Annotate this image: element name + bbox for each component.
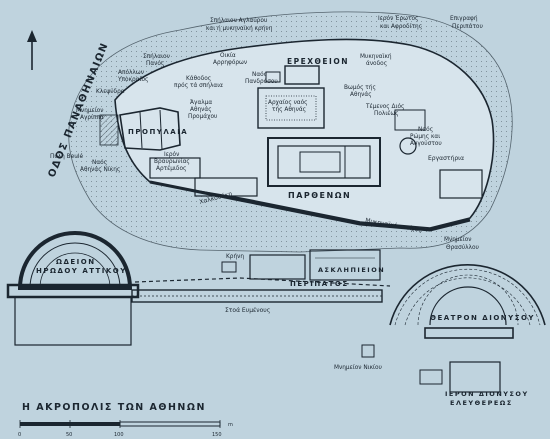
- propylaia-building: [99, 107, 181, 151]
- propylaia-label: ΠΡΟΠΥΛΑΙΑ: [128, 128, 188, 136]
- promachou-label: Προμάχου: [188, 113, 218, 120]
- ypakraios-label: Υποκραίος: [117, 76, 148, 83]
- ergastiria-label: Εργαστήρια: [428, 155, 464, 162]
- map-title: Η ΑΚΡΟΠΟΛΙΣ ΤΩΝ ΑΘΗΝΩΝ: [22, 402, 206, 413]
- agrippa-label: Αγρίππα: [80, 114, 104, 121]
- stoa-eumenes: [131, 289, 383, 303]
- peripatos-path: [134, 277, 391, 287]
- krini-label: Κρήνη: [226, 253, 244, 260]
- polieos-label: Πολιέως: [374, 110, 399, 117]
- vravronias-label: Βραυρωνίας: [154, 158, 190, 165]
- theatre-dionysos: [389, 264, 546, 339]
- naos-pandrosou-label: Ναός: [252, 71, 267, 78]
- mykinaiki-anodos-label: Μυκηναϊκή: [360, 53, 392, 60]
- irodou-attikou-label: ΗΡΩΔΟΥ ΑΤΤΙΚΟΥ: [36, 267, 127, 275]
- naos-nikis-label: Ναός: [92, 159, 107, 166]
- artemidos-label: Αρτέμιδος: [156, 165, 186, 172]
- scale-tick-0: 0: [18, 432, 21, 438]
- oikia-label: Οικία: [220, 52, 236, 59]
- pyli-beule-label: Πύλη Beulé: [50, 153, 83, 160]
- arriforon-label: Αρρηφόρων: [213, 59, 247, 66]
- roma-temple: [399, 137, 417, 155]
- mnimeion-thrasyllou-label: Μνημείον: [444, 236, 471, 243]
- athinas-nikis-label: Αθηνάς Νίκης: [80, 166, 120, 173]
- elefthereos-label: ΕΛΕΥΘΕΡΕΩΣ: [450, 399, 513, 407]
- peripatou-label: Περιπάτου: [452, 23, 483, 30]
- spilaion-panos-label: Σπήλαιον: [143, 53, 170, 60]
- odeion-label: ΩΔΕΙΟΝ: [56, 258, 96, 266]
- zeus-precinct: [394, 109, 426, 131]
- north-arrow-icon: [27, 30, 37, 70]
- epigrafi-label: Επιγραφή: [450, 15, 478, 22]
- naos-romis-label: Ναός: [418, 126, 433, 133]
- avgoustou-label: Αυγούστου: [410, 140, 442, 147]
- scale-unit: m: [228, 422, 233, 428]
- mykinaiki-krini-label: και ή μυκηναϊκή κρήνη: [206, 25, 273, 32]
- stoa-evmenous-label: Στοά Ευμένους: [225, 307, 270, 314]
- romis-kai-label: Ρώμης και: [410, 133, 440, 140]
- dionysos-sanctuary: [419, 361, 501, 393]
- workshops-building: [439, 169, 483, 199]
- scale-tick-100: 100: [114, 432, 124, 438]
- pros-spilaia-label: πρός τά σπήλαια: [174, 82, 223, 89]
- erechtheion-label: ΕΡΕΧΘΕΙΟΝ: [287, 57, 349, 66]
- peripatos-label: ΠΕΡΙΠΑΤΟΣ: [290, 280, 349, 288]
- brauronion-building: [149, 157, 201, 179]
- scale-tick-50: 50: [66, 432, 72, 438]
- parthenon-building: [267, 137, 381, 187]
- odeion-building: [6, 231, 140, 346]
- nikias-monument: [361, 344, 375, 358]
- chalkotheke-building: [194, 177, 258, 197]
- theatron-label: ΘΕΑΤΡΟΝ ΔΙΟΝΥΣΟΥ: [430, 314, 535, 322]
- kai-afroditis-label: και Αφροδίτης: [380, 23, 422, 30]
- parthenon-label: ΠΑΡΘΕΝΩΝ: [288, 191, 351, 200]
- ieron-label: Ιερόν: [164, 151, 179, 158]
- panos-label: Πανός: [146, 60, 164, 67]
- scale-bar: 0 50 100 150 m: [18, 420, 233, 438]
- anodos-label: άνοδος: [366, 60, 387, 67]
- tis-athinas-label: τής Αθηνάς: [272, 106, 306, 113]
- thrasyllou-label: Θρασύλλου: [446, 244, 479, 251]
- vomos-label: Βωμός τής: [344, 84, 376, 91]
- mycenaean-wall: [149, 180, 471, 232]
- asklepieion-building: [249, 249, 381, 281]
- ieron-dionysou-label: ΙΕΡΟΝ ΔΙΟΝΥΣΟΥ: [445, 390, 529, 398]
- hieron-erotos-label: Ιερόν Έρωτος: [378, 15, 418, 22]
- asklipieion-label: ΑΣΚΛΗΠΙΕΙΟΝ: [318, 266, 385, 274]
- klepsydra-label: Κλεψύδρα: [96, 88, 125, 95]
- kathodos-label: Κάθοδος: [186, 75, 211, 82]
- pandrosou-label: Πανδρόσου: [245, 78, 278, 85]
- scale-tick-150: 150: [212, 432, 222, 438]
- fountain-building: [221, 261, 237, 273]
- mnimeion-nikiou-label: Μνημείον Νικίου: [334, 364, 383, 371]
- temenos-dios-label: Τέμενος Διός: [365, 103, 404, 110]
- athinas-promachou-label: Αθηνάς: [190, 106, 212, 113]
- agalma-label: Άγαλμα: [190, 99, 212, 106]
- erechtheion-building: [257, 65, 325, 129]
- spilaion-aglaurou-label: Σπήλαιον Αγλαύρου: [210, 17, 268, 24]
- mnimeion-agrippa-label: Μνημείον: [76, 107, 103, 114]
- apollon-label: Απόλλων: [118, 69, 144, 76]
- archaios-naos-label: Αρχαίος ναός: [268, 99, 308, 106]
- athinas-label: Αθηνάς: [350, 91, 372, 98]
